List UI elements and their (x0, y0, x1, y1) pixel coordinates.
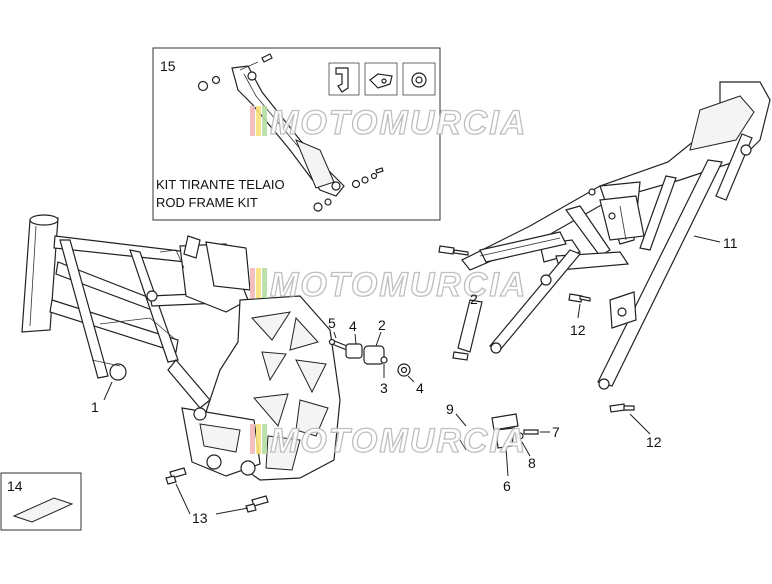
part-number-11: 11 (723, 235, 738, 251)
watermark-stripe-2 (256, 106, 261, 136)
watermark-top: MOTOMURCIA (250, 103, 527, 143)
watermark-text: MOTOMURCIA (270, 104, 527, 142)
leader-part-9 (455, 413, 467, 427)
leader-part-13b (215, 507, 249, 515)
leader-part-13a (175, 483, 191, 515)
watermark-text: MOTOMURCIA (270, 422, 527, 460)
main-frame (21, 214, 341, 481)
part-number-7: 7 (552, 424, 560, 440)
part-14-box (0, 472, 82, 531)
watermark-stripe-2 (256, 424, 261, 454)
part-number-5: 5 (328, 315, 336, 331)
part-number-13: 13 (192, 510, 208, 526)
bolts (165, 245, 651, 515)
part-number-9: 9 (446, 401, 454, 417)
watermark-middle: MOTOMURCIA (250, 265, 527, 305)
rear-subframe (457, 81, 771, 390)
leader-part-11 (693, 235, 721, 243)
rod-bracket-drawing (197, 53, 384, 212)
leader-part-8 (521, 441, 531, 457)
part-number-6: 6 (503, 478, 511, 494)
watermark-stripe-1 (250, 424, 255, 454)
part-number-4b: 4 (416, 380, 424, 396)
nut-icon (402, 62, 436, 96)
part-number-1: 1 (91, 399, 99, 415)
watermark-stripe-1 (250, 106, 255, 136)
watermark-stripe-1 (250, 268, 255, 298)
leader-part-4b (407, 375, 415, 383)
part-number-4a: 4 (349, 318, 357, 334)
leader-part-2 (375, 331, 382, 347)
part-number-12a: 12 (570, 322, 586, 338)
watermark-stripe-2 (256, 268, 261, 298)
kit-box-label-it: KIT TIRANTE TELAIO (156, 177, 285, 192)
bracket-icon (328, 62, 360, 96)
kit-box-label-en: ROD FRAME KIT (156, 195, 258, 210)
leader-part-12a (577, 303, 581, 319)
leader-part-4a (354, 333, 357, 345)
part-number-8: 8 (528, 455, 536, 471)
part-number-labels: 1 2 2 3 4 4 5 6 7 8 9 11 12 12 13 14 (7, 235, 738, 526)
small-hardware-group (455, 413, 550, 477)
watermark-bottom: MOTOMURCIA (250, 421, 527, 461)
watermark-text: MOTOMURCIA (270, 266, 527, 304)
watermark-stripe-3 (262, 424, 267, 454)
rod-frame-kit-box: 15 KIT TIRANTE TELAIO ROD FRAME KIT (152, 47, 441, 221)
part-number-12b: 12 (646, 434, 662, 450)
part-number-2: 2 (378, 317, 386, 333)
part-number-3: 3 (380, 380, 388, 396)
leader-part-6 (505, 447, 509, 477)
part-number-2b: 2 (470, 291, 478, 307)
leader-part-1 (103, 381, 113, 401)
watermark-stripe-3 (262, 268, 267, 298)
leader-part-12b (629, 413, 651, 435)
leader-part-5 (333, 331, 337, 339)
watermark-stripe-3 (262, 106, 267, 136)
kit-box-number: 15 (160, 58, 176, 74)
bushing-group (328, 331, 415, 383)
rod-clamp-icon (364, 62, 398, 96)
part-number-14: 14 (7, 478, 23, 494)
